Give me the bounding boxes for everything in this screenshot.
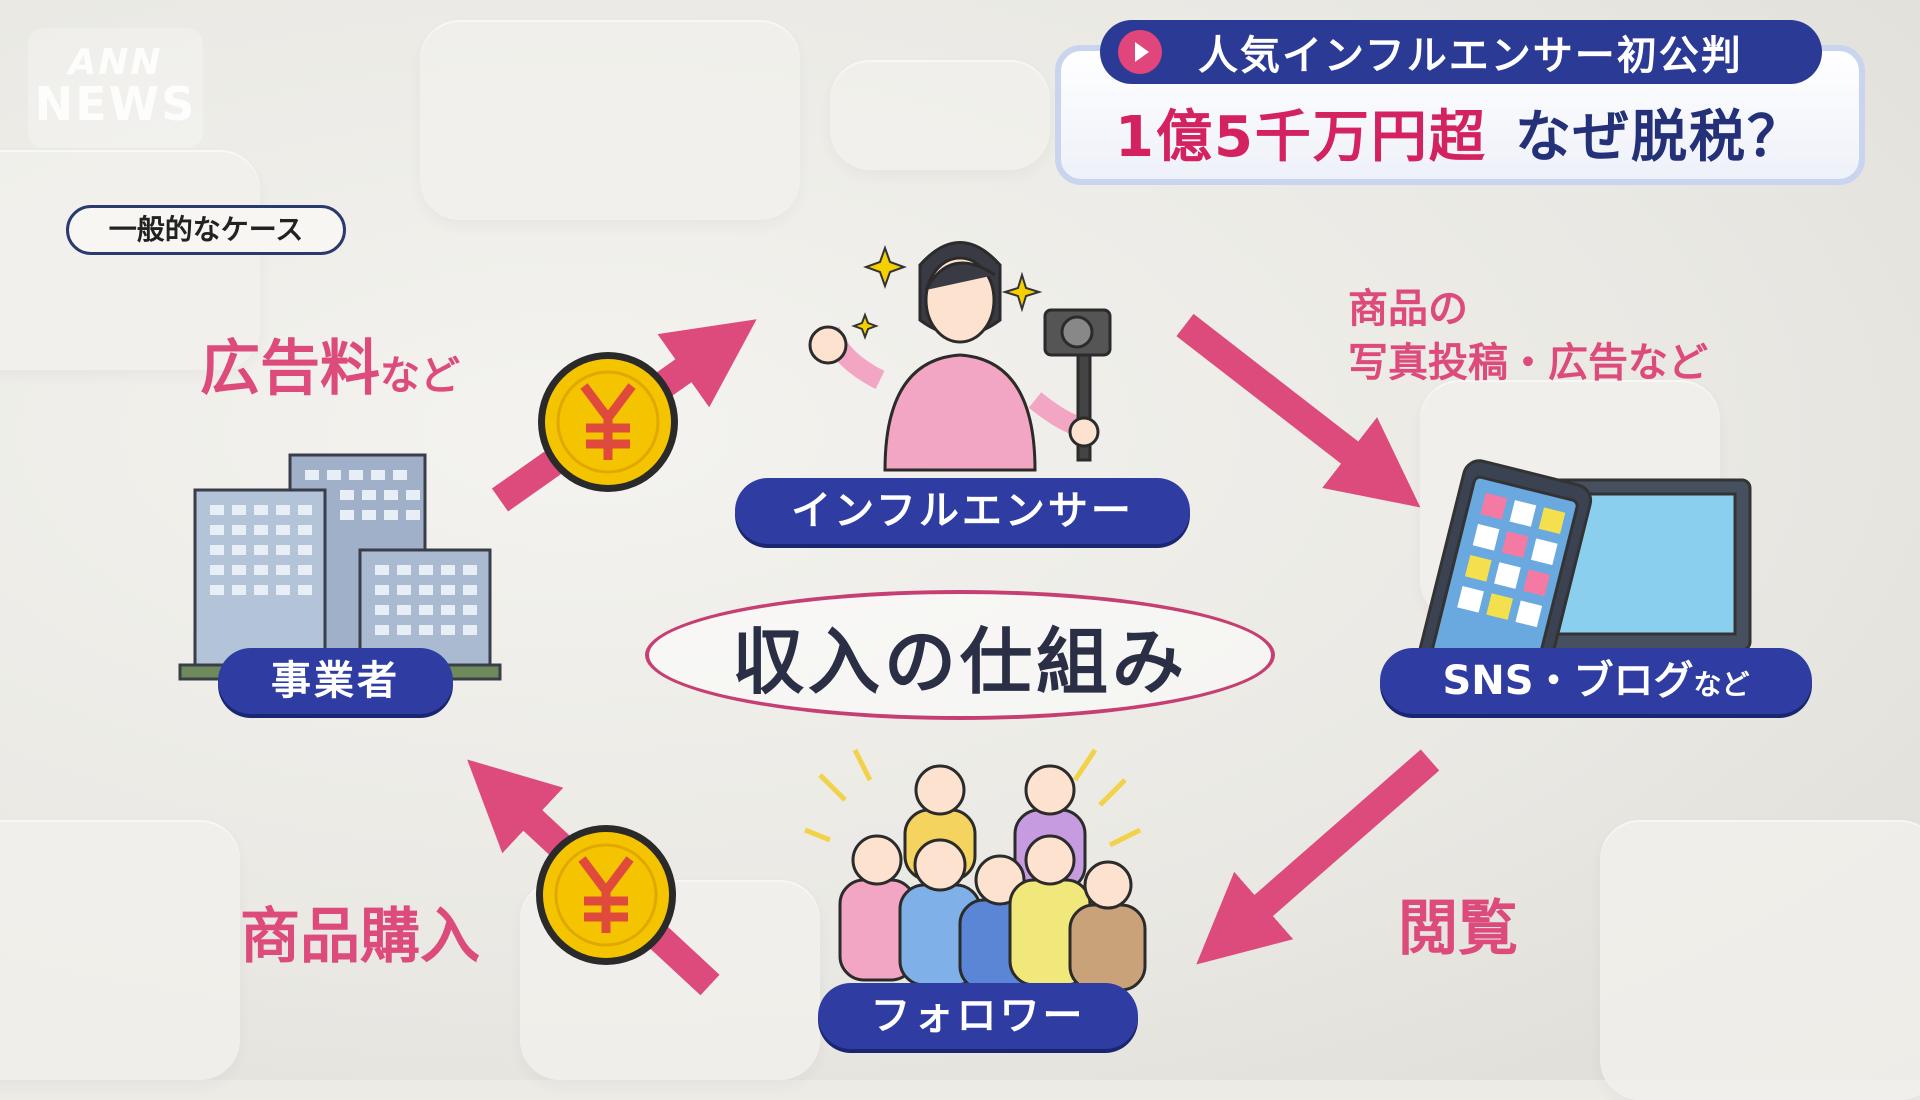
headline-main: 1億5千万円超なぜ脱税？ <box>1115 92 1805 173</box>
arrow-influencer-to-sns <box>1176 313 1421 508</box>
camera-icon <box>1043 308 1112 462</box>
headline-tag: 人気インフルエンサー初公判 <box>1100 20 1822 84</box>
play-icon <box>1118 30 1162 74</box>
sns-node: SNS・ブログなど <box>1380 648 1812 714</box>
headline-question: なぜ脱税？ <box>1514 105 1805 170</box>
followers-node: フォロワー <box>818 983 1138 1049</box>
business-node: 事業者 <box>218 648 453 714</box>
browse-label: 閲覧 <box>1398 894 1518 964</box>
bg-tile <box>420 20 800 220</box>
ann-news-logo: ANN NEWS <box>28 28 203 148</box>
yen-coin-icon <box>536 825 676 965</box>
arrow-sns-to-followers <box>1196 749 1440 965</box>
center-title: 収入の仕組み <box>645 590 1275 720</box>
bg-tile <box>1600 820 1920 1100</box>
bg-tile <box>830 60 1050 170</box>
bg-tile <box>0 150 260 370</box>
sns-node-main: SNS・ブログ <box>1442 658 1694 704</box>
case-label: 一般的なケース <box>66 205 346 255</box>
influencer-figure-icon <box>808 241 1079 472</box>
product-posting-label: 商品の 写真投稿・広告など <box>1348 286 1708 386</box>
sns-node-suffix: など <box>1693 668 1750 701</box>
sparkle-icon <box>851 245 1043 340</box>
purchase-label: 商品購入 <box>240 902 480 972</box>
headline-amount: 1億5千万円超 <box>1115 105 1487 170</box>
yen-coin-icon <box>538 352 678 492</box>
influencer-node: インフルエンサー <box>735 478 1190 544</box>
followers-crowd-icon <box>804 748 1147 992</box>
headline-tag-text: 人気インフルエンサー初公判 <box>1198 33 1743 79</box>
ad-fee-label: 広告料など <box>200 334 460 404</box>
bg-tile <box>0 820 240 1080</box>
